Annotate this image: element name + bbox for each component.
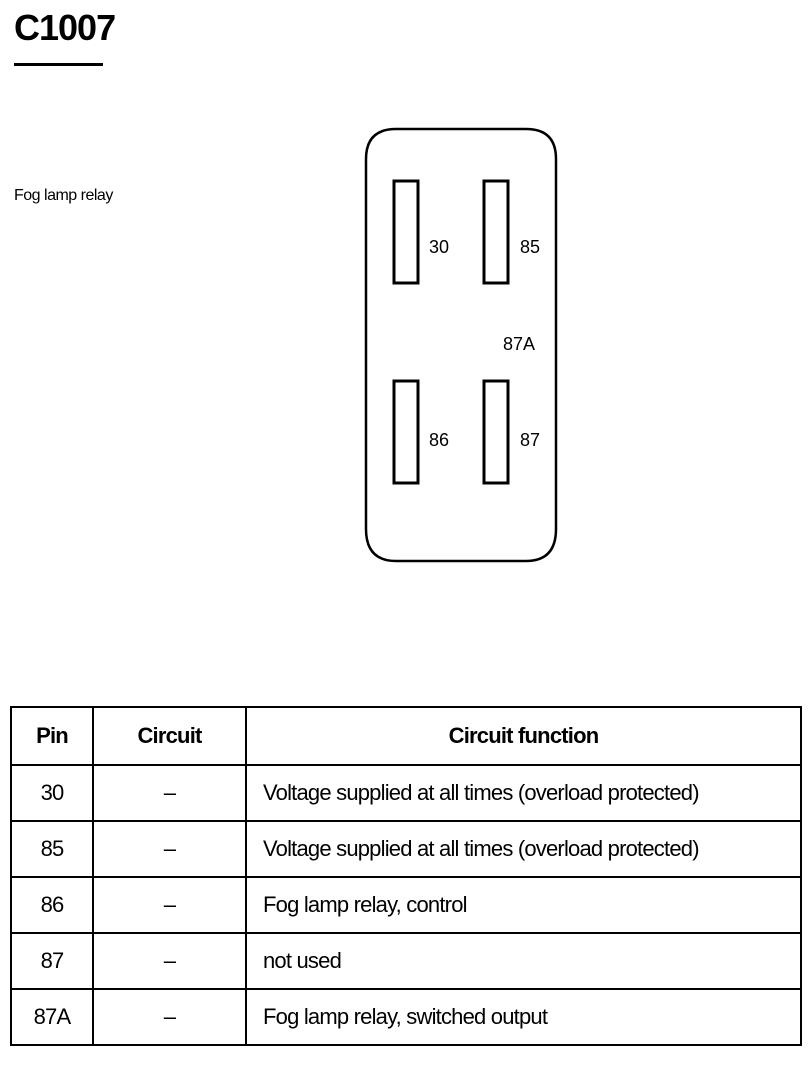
terminal-86	[392, 379, 420, 485]
cell-pin: 30	[10, 764, 94, 822]
cell-circuit: –	[92, 876, 247, 934]
table-header-row: Pin Circuit Circuit function	[10, 706, 802, 766]
cell-circuit: –	[92, 932, 247, 990]
pin-label-87a: 87A	[503, 334, 535, 354]
terminal-30	[392, 179, 420, 285]
pin-function-table: Pin Circuit Circuit function 30 – Voltag…	[10, 706, 802, 1046]
pin-label-85: 85	[520, 237, 540, 257]
connector-title: C1007	[14, 7, 116, 48]
cell-pin: 87A	[10, 988, 94, 1046]
terminal-87	[482, 379, 510, 485]
table-row: 86 – Fog lamp relay, control	[10, 876, 802, 934]
header-circuit: Circuit	[92, 706, 247, 766]
cell-circuit: –	[92, 820, 247, 878]
cell-pin: 87	[10, 932, 94, 990]
cell-function: Voltage supplied at all times (overload …	[245, 764, 802, 822]
cell-function: Fog lamp relay, switched output	[245, 988, 802, 1046]
table-row: 87A – Fog lamp relay, switched output	[10, 988, 802, 1046]
cell-function: Fog lamp relay, control	[245, 876, 802, 934]
header-pin: Pin	[10, 706, 94, 766]
pin-label-86: 86	[429, 430, 449, 450]
component-label: Fog lamp relay	[14, 187, 113, 204]
pin-label-87: 87	[520, 430, 540, 450]
table-row: 30 – Voltage supplied at all times (over…	[10, 764, 802, 822]
cell-circuit: –	[92, 764, 247, 822]
cell-pin: 86	[10, 876, 94, 934]
cell-function: Voltage supplied at all times (overload …	[245, 820, 802, 878]
pin-label-30: 30	[429, 237, 449, 257]
title-underline	[14, 63, 103, 66]
cell-pin: 85	[10, 820, 94, 878]
table-row: 85 – Voltage supplied at all times (over…	[10, 820, 802, 878]
header-function: Circuit function	[245, 706, 802, 766]
cell-function: not used	[245, 932, 802, 990]
terminal-85	[482, 179, 510, 285]
connector-outline	[364, 127, 558, 563]
cell-circuit: –	[92, 988, 247, 1046]
relay-connector-diagram: 30 85 87A 86 87	[364, 127, 558, 563]
table-row: 87 – not used	[10, 932, 802, 990]
